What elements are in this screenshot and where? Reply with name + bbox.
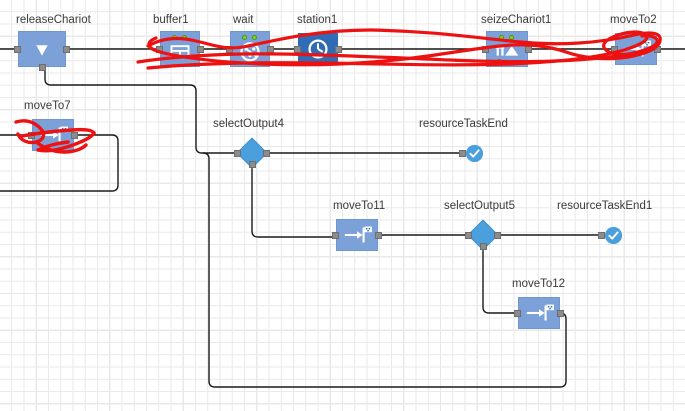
node-label-wait: wait — [233, 14, 254, 26]
endpoint-resourceTaskEnd[interactable] — [465, 144, 483, 162]
check-circle-icon — [465, 144, 483, 162]
port-out-bottom-selectOutput4[interactable] — [248, 161, 256, 168]
check-circle-icon — [604, 226, 622, 244]
decision-label-selectOutput5: selectOutput5 — [444, 200, 515, 212]
port-bottom-releaseChariot[interactable] — [38, 64, 46, 71]
node-label-seizeChariot1: seizeChariot1 — [481, 14, 552, 26]
red-loop-around-top-row — [136, 28, 662, 70]
port-in-moveTo11[interactable] — [332, 231, 339, 239]
port-out-releaseChariot[interactable] — [63, 45, 70, 53]
port-in-resourceTaskEnd1[interactable] — [598, 231, 605, 239]
block-moveTo11[interactable] — [336, 219, 378, 251]
endpoint-resourceTaskEnd1[interactable] — [604, 226, 622, 244]
move-to-flag-icon — [344, 226, 372, 243]
node-label-releaseChariot: releaseChariot — [16, 14, 91, 26]
port-in-selectOutput5[interactable] — [465, 231, 472, 239]
red-scribble-on-moveTo7 — [14, 119, 96, 154]
status-dot-green-a-wait — [242, 35, 247, 40]
port-out-moveTo11[interactable] — [375, 231, 382, 239]
port-out-buffer1[interactable] — [197, 45, 204, 53]
port-out-moveTo7[interactable] — [71, 131, 78, 139]
port-in-moveTo12[interactable] — [514, 309, 521, 317]
node-label-station1: station1 — [297, 14, 338, 26]
endpoint-label-resourceTaskEnd1: resourceTaskEnd1 — [557, 200, 653, 212]
connector-moveTo12-to-bottom-loop-back[interactable] — [202, 152, 567, 388]
endpoint-label-resourceTaskEnd: resourceTaskEnd — [419, 118, 508, 130]
move-to-flag-icon — [526, 304, 554, 321]
port-out-right-selectOutput4[interactable] — [263, 149, 270, 157]
port-in-selectOutput4[interactable] — [234, 149, 241, 157]
node-label-moveTo2: moveTo2 — [610, 14, 657, 26]
clock-icon — [308, 39, 328, 59]
status-dot-green-b-seizeChariot1 — [509, 35, 514, 40]
port-out-station1[interactable] — [335, 45, 342, 53]
node-label-moveTo7: moveTo7 — [24, 100, 71, 112]
port-in-releaseChariot[interactable] — [14, 45, 21, 53]
node-label-moveTo11: moveTo11 — [333, 200, 386, 212]
node-label-moveTo12: moveTo12 — [512, 278, 566, 290]
status-dot-green-b-wait — [252, 35, 257, 40]
port-out-bottom-selectOutput5[interactable] — [479, 243, 487, 250]
port-out-moveTo12[interactable] — [557, 309, 564, 317]
port-in-resourceTaskEnd[interactable] — [459, 149, 466, 157]
connector-selectOutput4-bottom-to-moveTo11[interactable] — [251, 164, 336, 238]
triangle-down-icon — [36, 45, 48, 56]
port-out-right-selectOutput5[interactable] — [494, 231, 501, 239]
port-out-wait[interactable] — [267, 45, 274, 53]
connector-moveTo7-to-left-loop[interactable] — [0, 134, 119, 192]
decision-label-selectOutput4: selectOutput4 — [213, 118, 284, 130]
port-in-station1[interactable] — [294, 45, 301, 53]
node-label-buffer1: buffer1 — [153, 14, 189, 26]
connector-selectOutput5-bottom-to-moveTo12[interactable] — [482, 246, 518, 314]
connector-releaseChariot-bottom-to-selectOutput4[interactable] — [44, 67, 241, 154]
block-moveTo12[interactable] — [518, 297, 560, 329]
